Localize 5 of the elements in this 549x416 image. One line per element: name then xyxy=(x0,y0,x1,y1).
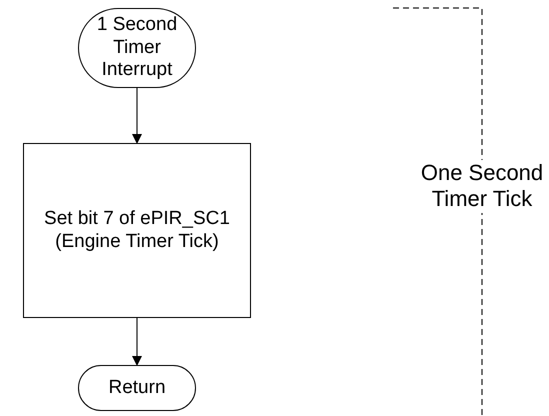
end-terminator: Return xyxy=(78,365,196,411)
start-terminator: 1 Second Timer Interrupt xyxy=(78,8,196,88)
arrow xyxy=(132,88,142,144)
arrow xyxy=(132,318,142,366)
process-box: Set bit 7 of ePIR_SC1 (Engine Timer Tick) xyxy=(23,143,251,318)
